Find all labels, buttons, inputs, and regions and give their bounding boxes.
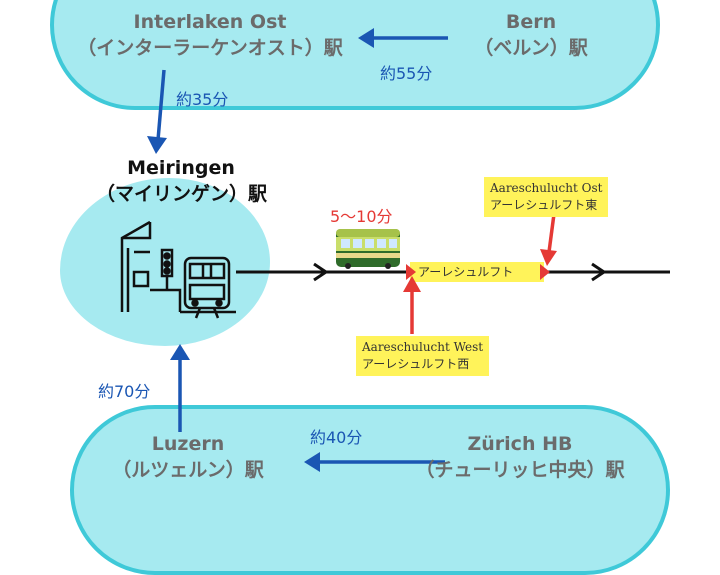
arrow-bern-to-interlaken xyxy=(358,28,448,48)
train-icon xyxy=(336,229,400,269)
aareschlucht-segment xyxy=(410,262,544,282)
time-interlaken-meiringen: 約35分 xyxy=(176,90,229,109)
station-meiringen-jp: （マイリンゲン）駅 xyxy=(96,183,268,205)
stop-label-west: Aareschulucht West アーレシュルフト西 xyxy=(356,336,490,376)
arrow-luzern-to-meiringen xyxy=(170,344,190,432)
time-zurich-luzern: 約40分 xyxy=(310,428,363,447)
station-interlaken-jp: （インターラーケンオスト）駅 xyxy=(77,37,343,59)
station-interlaken: Interlaken Ost （インターラーケンオスト）駅 xyxy=(77,10,342,62)
station-luzern-jp: （ルツェルン）駅 xyxy=(112,459,264,481)
station-interlaken-name: Interlaken Ost xyxy=(133,11,287,33)
station-bern-jp: （ベルン）駅 xyxy=(474,37,588,59)
stop-west-jp: アーレシュルフト西 xyxy=(362,357,470,371)
station-bern-name: Bern xyxy=(505,11,557,33)
stop-ost-name: Aareschulucht Ost xyxy=(490,181,603,195)
station-bern: Bern （ベルン）駅 xyxy=(466,10,596,62)
segment-label: アーレシュルフト xyxy=(418,265,514,279)
station-meiringen-name: Meiringen xyxy=(127,157,235,179)
arrow-interlaken-to-meiringen xyxy=(147,69,167,154)
stop-west-name: Aareschulucht West xyxy=(362,340,484,354)
pointer-to-west xyxy=(403,276,421,334)
ost-stop-marker xyxy=(540,264,550,280)
station-zurich-name: Zürich HB xyxy=(467,433,573,455)
station-zurich: Zürich HB （チューリッヒ中央）駅 xyxy=(400,432,640,484)
west-stop-marker xyxy=(406,264,416,280)
station-zurich-jp: （チューリッヒ中央）駅 xyxy=(415,459,625,481)
station-building-icon xyxy=(120,220,236,319)
time-meiringen-aareschlucht: 5〜10分 xyxy=(330,207,393,226)
time-bern-interlaken: 約55分 xyxy=(380,64,433,83)
stop-label-ost: Aareschulucht Ost アーレシュルフト東 xyxy=(484,177,609,217)
station-luzern-name: Luzern xyxy=(151,433,225,455)
top-route-panel xyxy=(50,0,660,110)
pointer-to-ost xyxy=(540,213,557,266)
station-meiringen: Meiringen （マイリンゲン）駅 xyxy=(96,156,268,208)
route-diagram xyxy=(120,28,670,472)
station-luzern: Luzern （ルツェルン）駅 xyxy=(108,432,268,484)
time-luzern-meiringen: 約70分 xyxy=(98,382,151,401)
arrow-zurich-to-luzern xyxy=(304,452,445,472)
stop-ost-jp: アーレシュルフト東 xyxy=(490,198,598,212)
